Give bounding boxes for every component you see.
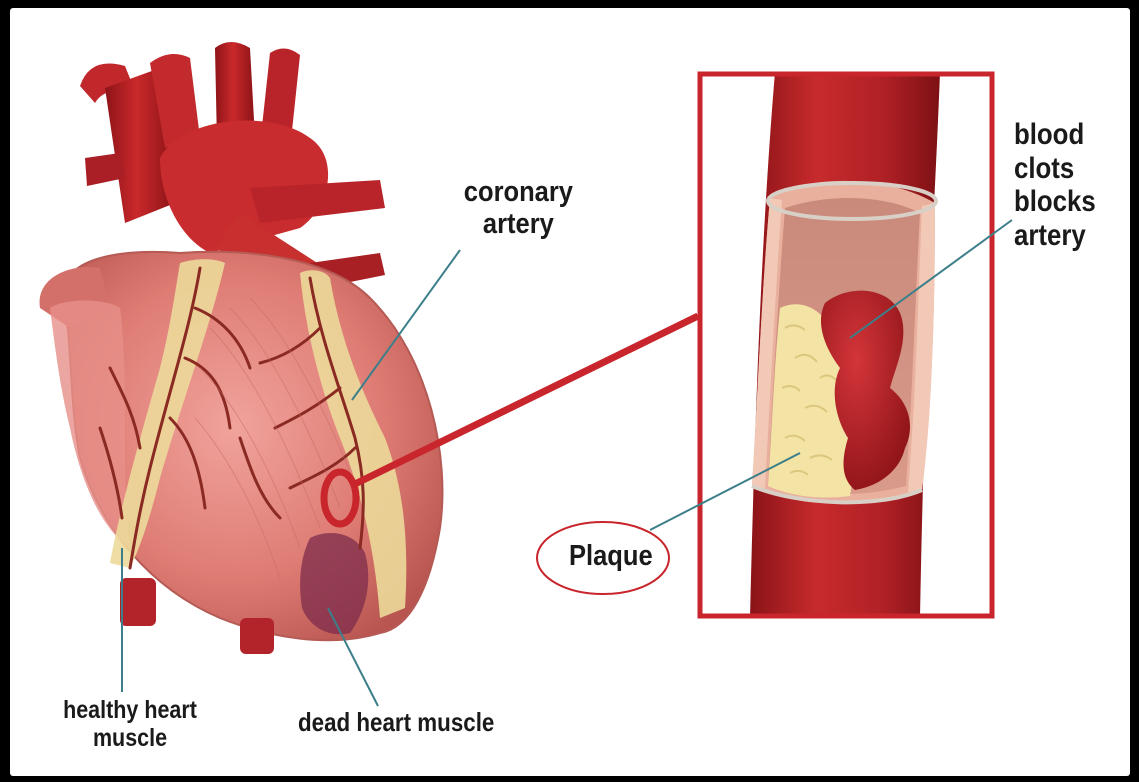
diagram-panel: coronary artery blood clots blocks arter… (10, 8, 1130, 776)
label-coronary-artery: coronary artery (426, 176, 611, 241)
label-blood-clots: blood clots blocks artery (1014, 118, 1126, 252)
label-plaque: Plaque (558, 540, 664, 572)
heart-body (40, 252, 443, 654)
heart-illustration (10, 8, 1130, 776)
artery-cross-section (698, 72, 994, 618)
label-dead-heart-muscle: dead heart muscle (298, 708, 556, 737)
label-healthy-heart-muscle: healthy heart muscle (44, 696, 216, 752)
